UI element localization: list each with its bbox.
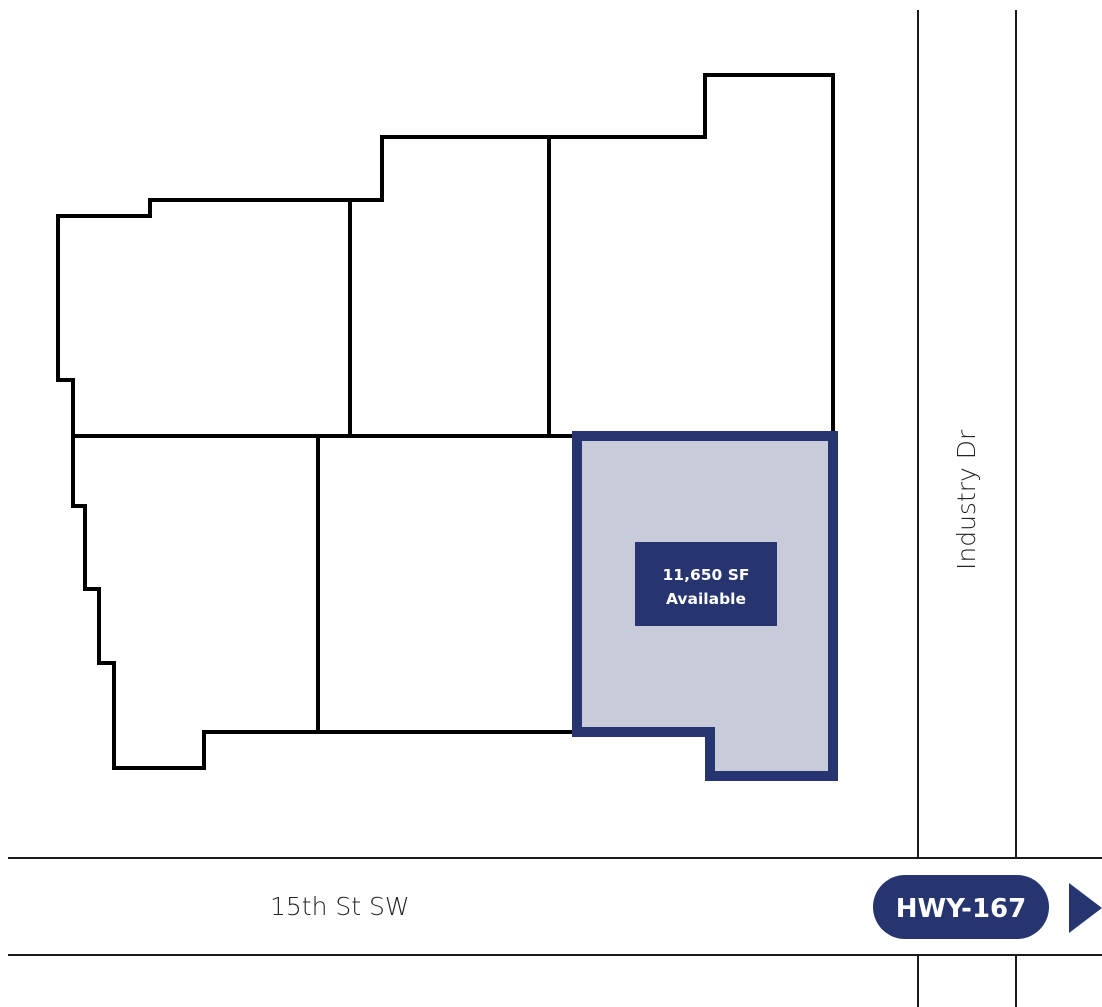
highway-label: HWY-167 xyxy=(896,894,1027,924)
available-unit[interactable]: 11,650 SF Available xyxy=(572,431,838,781)
highway-badge-pill xyxy=(873,875,1049,939)
arrow-right-icon xyxy=(1069,883,1102,933)
parcels xyxy=(56,73,835,770)
industry-dr-label: Industry Dr xyxy=(952,429,981,570)
available-status-label: Available xyxy=(666,590,746,608)
available-area-label: 11,650 SF xyxy=(663,566,750,584)
availability-callout xyxy=(635,542,777,626)
roads xyxy=(8,10,1102,1007)
15th-st-sw-label: 15th St SW xyxy=(270,892,410,921)
building-outline xyxy=(56,73,835,770)
highway-badge: HWY-167 xyxy=(873,875,1049,939)
